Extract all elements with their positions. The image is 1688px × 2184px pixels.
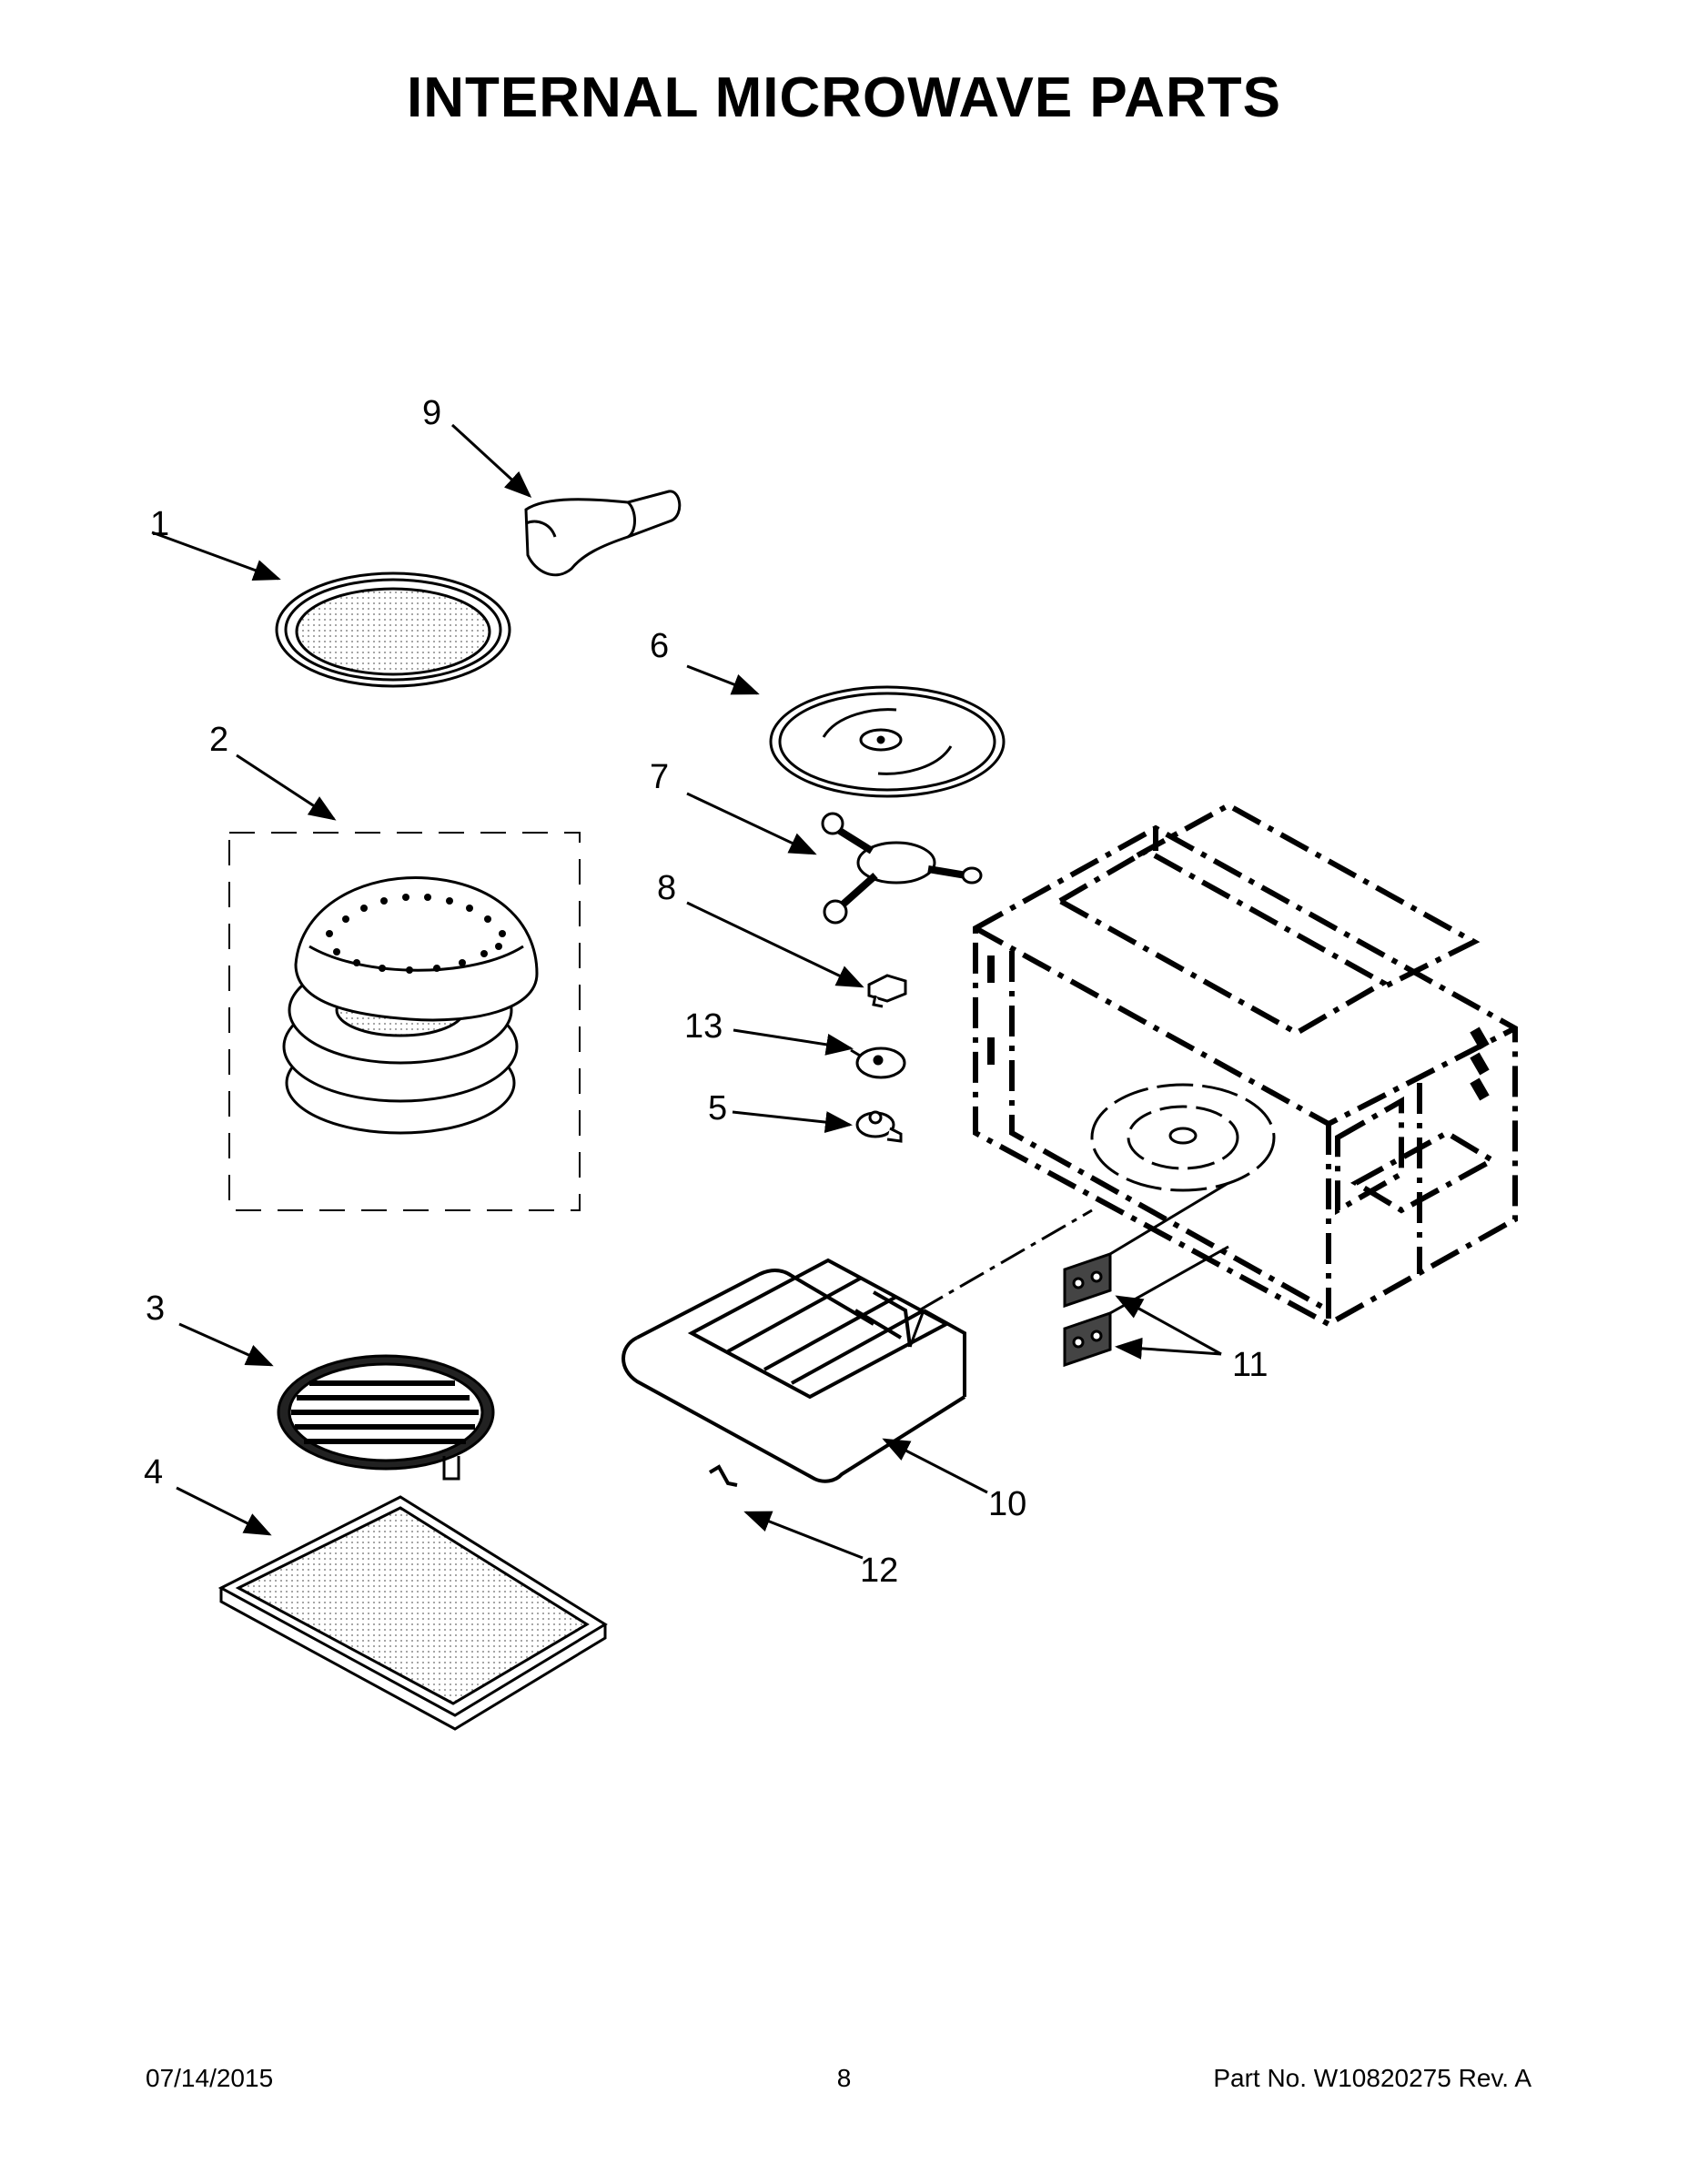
callout-2: 2 (209, 721, 228, 759)
callout-6: 6 (650, 627, 669, 665)
callout-12: 12 (860, 1552, 898, 1590)
part-7-roller-support (821, 812, 983, 925)
callout-1: 1 (150, 505, 169, 543)
part-8-switch (867, 974, 907, 1008)
microwave-cavity-outline (973, 802, 1518, 1328)
part-13-sensor (850, 1046, 906, 1079)
callout-9: 9 (422, 394, 441, 432)
callout-11: 11 (1232, 1346, 1268, 1384)
callout-4: 4 (144, 1453, 163, 1491)
callout-3: 3 (146, 1289, 165, 1328)
callout-7: 7 (650, 758, 669, 796)
callout-8: 8 (657, 869, 676, 907)
part-2-steamer-set (228, 832, 581, 1211)
part-3-grill-rack (277, 1354, 495, 1481)
part-4-baking-tray (217, 1495, 608, 1731)
part-1-crisper-pan (275, 571, 511, 688)
callout-5: 5 (708, 1089, 727, 1127)
footer-date: 07/14/2015 (146, 2064, 274, 2092)
callout-13: 13 (684, 1007, 723, 1046)
part-11-brackets (1063, 1251, 1112, 1368)
cavity-floor-turntable-outline (1090, 1083, 1276, 1192)
part-6-turntable (769, 685, 1006, 798)
part-12-clip (708, 1464, 738, 1487)
page-title: INTERNAL MICROWAVE PARTS (407, 66, 1281, 129)
part-5-turntable-motor (855, 1110, 903, 1143)
callout-labels: 1 2 3 4 5 6 7 8 9 10 11 12 13 (144, 394, 1268, 1590)
footer-page-number: 8 (836, 2064, 852, 2092)
footer-part-number: Part No. W10820275 Rev. A (1213, 2064, 1531, 2092)
part-10-heating-element (622, 1258, 966, 1483)
callout-10: 10 (988, 1485, 1026, 1523)
cavity-vents (987, 956, 1490, 1101)
leader-lines (151, 423, 1229, 1560)
part-9-handle (524, 490, 682, 577)
